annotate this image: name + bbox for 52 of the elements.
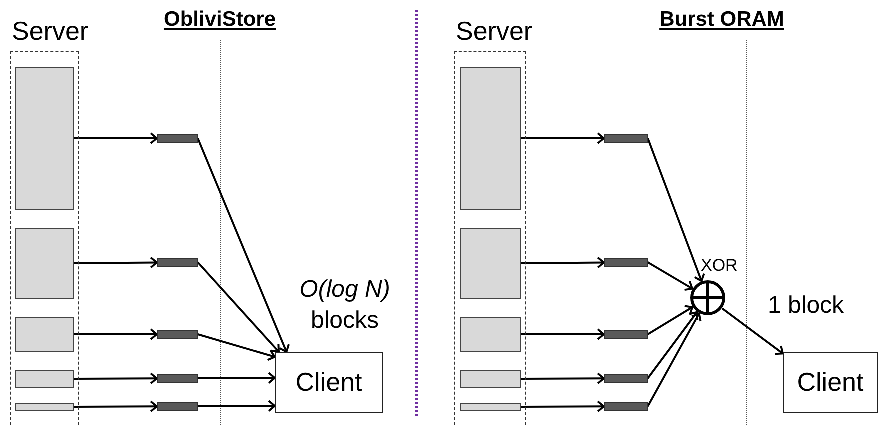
storage-level: [15, 67, 74, 210]
arrow: [521, 372, 605, 385]
arrow: [74, 132, 158, 144]
arrow: [198, 372, 276, 384]
storage-level: [460, 228, 521, 299]
arrow: [74, 372, 158, 385]
storage-level: [460, 67, 521, 210]
xor-label: XOR: [701, 256, 738, 276]
server-heading: Server: [12, 16, 89, 47]
storage-level: [15, 403, 74, 411]
arrow: [722, 308, 784, 356]
arrow: [648, 262, 694, 292]
client-label: Client: [797, 367, 864, 398]
arrow: [647, 312, 702, 407]
data-block: [157, 258, 198, 267]
arrow: [521, 400, 605, 413]
server-heading: Server: [456, 16, 533, 47]
panel-title: ObliviStore: [164, 8, 276, 32]
client-box: [783, 352, 878, 413]
panel-title: Burst ORAM: [660, 8, 784, 32]
annotation: O(log N) blocks: [298, 275, 392, 336]
storage-level: [460, 317, 521, 352]
data-block: [604, 402, 648, 411]
arrow: [647, 305, 694, 336]
arrow: [198, 334, 276, 362]
data-block: [604, 258, 648, 267]
arrow: [198, 400, 276, 412]
arrow: [197, 262, 280, 353]
arrow: [74, 328, 158, 340]
data-block: [604, 374, 648, 383]
storage-level: [460, 403, 521, 411]
storage-level: [15, 228, 74, 299]
arrow: [520, 256, 605, 269]
client-label: Client: [296, 367, 362, 398]
data-block: [157, 374, 198, 383]
data-block: [604, 134, 648, 143]
arrow: [197, 138, 290, 353]
data-block: [157, 330, 198, 339]
client-box: [275, 352, 383, 413]
arrow: [74, 256, 158, 269]
storage-level: [460, 370, 521, 388]
arrow: [647, 138, 706, 282]
arrow: [521, 328, 605, 340]
storage-level: [15, 317, 74, 352]
data-block: [604, 330, 648, 339]
xor-symbol: [690, 280, 726, 316]
data-block: [157, 402, 198, 411]
storage-level: [15, 370, 74, 388]
arrow: [521, 132, 605, 144]
data-block: [157, 134, 198, 143]
arrow: [647, 311, 699, 380]
arrow: [74, 400, 158, 413]
